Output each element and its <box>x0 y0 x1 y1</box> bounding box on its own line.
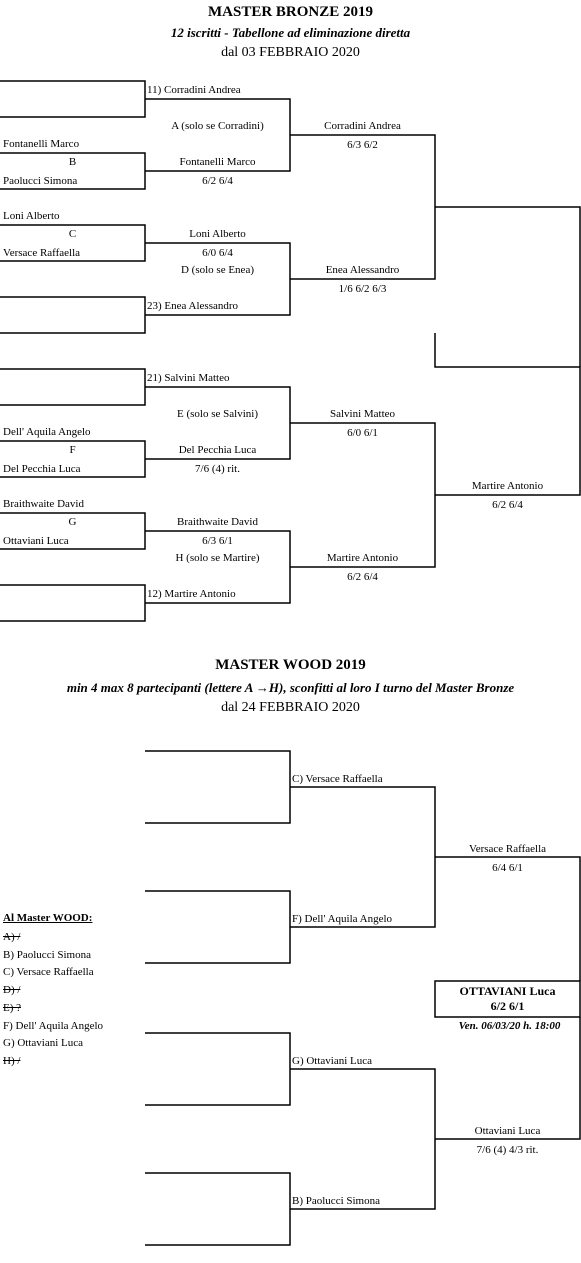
r1-player: Ottaviani Luca <box>3 535 69 547</box>
wood-list-item: F) Dell' Aquila Angelo <box>3 1019 104 1032</box>
r2-player: 12) Martire Antonio <box>147 588 236 600</box>
wood-semi-score: 7/6 (4) 4/3 rit. <box>476 1144 539 1156</box>
r1-player: Fontanelli Marco <box>3 138 80 150</box>
r3-score: 6/2 6/4 <box>347 571 378 583</box>
wood-list-item: C) Versace Raffaella <box>3 966 94 979</box>
r2-score: 6/0 6/4 <box>202 247 233 259</box>
r2-note: D (solo se Enea) <box>180 264 254 276</box>
wood-winner-name: OTTAVIANI Luca <box>459 984 556 998</box>
r1-letter: F <box>69 444 76 456</box>
r2-player: 21) Salvini Matteo <box>147 372 230 384</box>
r3-player: Enea Alessandro <box>325 264 400 276</box>
r2-player: Loni Alberto <box>189 228 246 240</box>
r2-score: 6/2 6/4 <box>202 175 233 187</box>
wood-list-item: E) ? <box>3 1001 22 1014</box>
wood-list-item: G) Ottaviani Luca <box>3 1037 84 1050</box>
r4-player: Martire Antonio <box>471 480 544 492</box>
r3-score: 6/3 6/2 <box>347 139 378 151</box>
wood-list-item: D) / <box>3 984 21 997</box>
r2-player: Fontanelli Marco <box>179 156 256 168</box>
bronze-subtitle: 12 iscritti - Tabellone ad eliminazione … <box>170 25 411 40</box>
r1-player: Loni Alberto <box>3 210 60 222</box>
r1-letter: C <box>68 228 77 240</box>
r1-letter: B <box>68 156 77 168</box>
r2-player: Del Pecchia Luca <box>178 444 257 456</box>
r1-player: Del Pecchia Luca <box>3 463 81 475</box>
wood-list-item: A) / <box>3 931 21 943</box>
r3-score: 1/6 6/2 6/3 <box>338 283 387 295</box>
wood-list-item: H) / <box>3 1054 21 1067</box>
r2-note: H (solo se Martire) <box>175 552 260 564</box>
r4-score: 6/2 6/4 <box>492 499 523 511</box>
wood-subtitle: min 4 max 8 partecipanti (lettere A →H),… <box>66 680 515 695</box>
r1-player: Paolucci Simona <box>3 175 78 187</box>
r2-score: 7/6 (4) rit. <box>195 463 240 475</box>
bronze-title: MASTER BRONZE 2019 <box>207 4 374 20</box>
wood-semi-player: Versace Raffaella <box>468 843 547 855</box>
r2-score: 6/3 6/1 <box>202 535 233 547</box>
r2-player: Braithwaite David <box>177 516 258 528</box>
r3-player: Martire Antonio <box>326 552 399 564</box>
wood-semi-player: Ottaviani Luca <box>474 1125 541 1137</box>
r2-player: 11) Corradini Andrea <box>147 84 241 96</box>
r2-player: 23) Enea Alessandro <box>147 300 239 312</box>
wood-semi-score: 6/4 6/1 <box>492 862 523 874</box>
wood-winner-score: 6/2 6/1 <box>490 999 525 1013</box>
r2-note: A (solo se Corradini) <box>171 120 264 132</box>
wood-final-schedule: Ven. 06/03/20 h. 18:00 <box>458 1020 561 1032</box>
wood-list-title: Al Master WOOD: <box>3 912 93 924</box>
r3-player: Corradini Andrea <box>324 120 401 132</box>
wood-r2-player: F) Dell' Aquila Angelo <box>292 913 393 925</box>
r2-note: E (solo se Salvini) <box>177 408 258 420</box>
wood-list-item: B) Paolucci Simona <box>3 948 91 961</box>
wood-date: dal 24 FEBBRAIO 2020 <box>221 700 360 715</box>
r3-score: 6/0 6/1 <box>347 427 378 439</box>
r3-player: Salvini Matteo <box>329 408 396 420</box>
wood-title: MASTER WOOD 2019 <box>215 657 366 673</box>
bronze-date: dal 03 FEBBRAIO 2020 <box>221 45 360 60</box>
wood-r2-player: B) Paolucci Simona <box>292 1195 380 1207</box>
r1-player: Dell' Aquila Angelo <box>3 426 91 438</box>
r1-player: Braithwaite David <box>3 498 84 510</box>
wood-r2-player: C) Versace Raffaella <box>292 773 383 785</box>
wood-r2-player: G) Ottaviani Luca <box>292 1055 373 1067</box>
r1-player: Versace Raffaella <box>3 247 81 259</box>
r1-letter: G <box>68 516 77 528</box>
